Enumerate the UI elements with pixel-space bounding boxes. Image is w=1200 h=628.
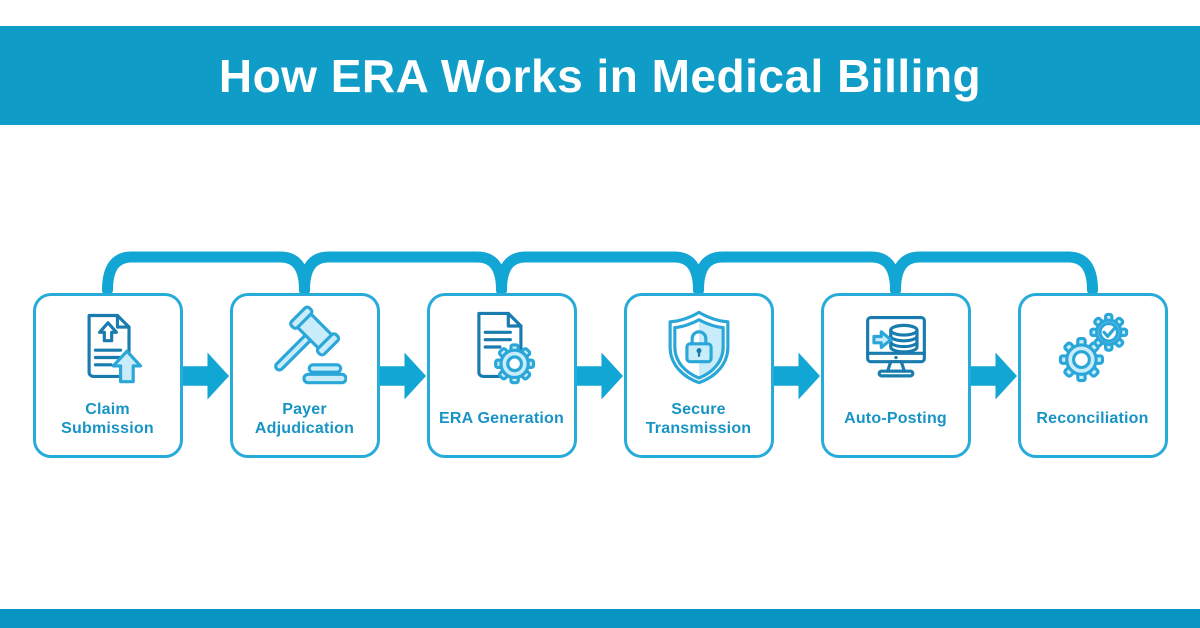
flow-arrow-icon bbox=[576, 352, 623, 399]
step-card-payer-adjudication: Payer Adjudication bbox=[229, 293, 380, 458]
footer-strip bbox=[0, 609, 1200, 628]
step-card-secure-transmission: Secure Transmission bbox=[623, 293, 774, 458]
flow-arrow-icon bbox=[379, 352, 426, 399]
shield-lock-icon bbox=[657, 304, 741, 390]
step-label: Payer Adjudication bbox=[254, 400, 355, 437]
monitor-database-icon bbox=[854, 304, 938, 390]
step-label: Claim Submission bbox=[61, 400, 154, 437]
gavel-icon bbox=[263, 304, 347, 390]
step-label: Reconciliation bbox=[1036, 410, 1149, 428]
step-card-claim-submission: Claim Submission bbox=[32, 293, 183, 458]
document-gear-icon bbox=[460, 304, 544, 390]
document-upload-icon bbox=[66, 304, 150, 390]
step-card-reconciliation: Reconciliation bbox=[1017, 293, 1168, 458]
top-bracket-connector bbox=[102, 251, 1098, 296]
page-title: How ERA Works in Medical Billing bbox=[218, 49, 982, 102]
step-card-era-generation: ERA Generation bbox=[426, 293, 577, 458]
process-flow-row: Claim Submission bbox=[0, 293, 1200, 458]
step-label: Auto-Posting bbox=[844, 410, 947, 428]
flow-arrow-icon bbox=[970, 352, 1017, 399]
step-label: Secure Transmission bbox=[645, 400, 752, 437]
flow-arrow-icon bbox=[182, 352, 229, 399]
flow-arrow-icon bbox=[773, 352, 820, 399]
title-banner: How ERA Works in Medical Billing bbox=[0, 26, 1200, 125]
step-label: ERA Generation bbox=[439, 410, 564, 428]
step-card-auto-posting: Auto-Posting bbox=[820, 293, 971, 458]
gears-check-icon bbox=[1051, 304, 1135, 390]
